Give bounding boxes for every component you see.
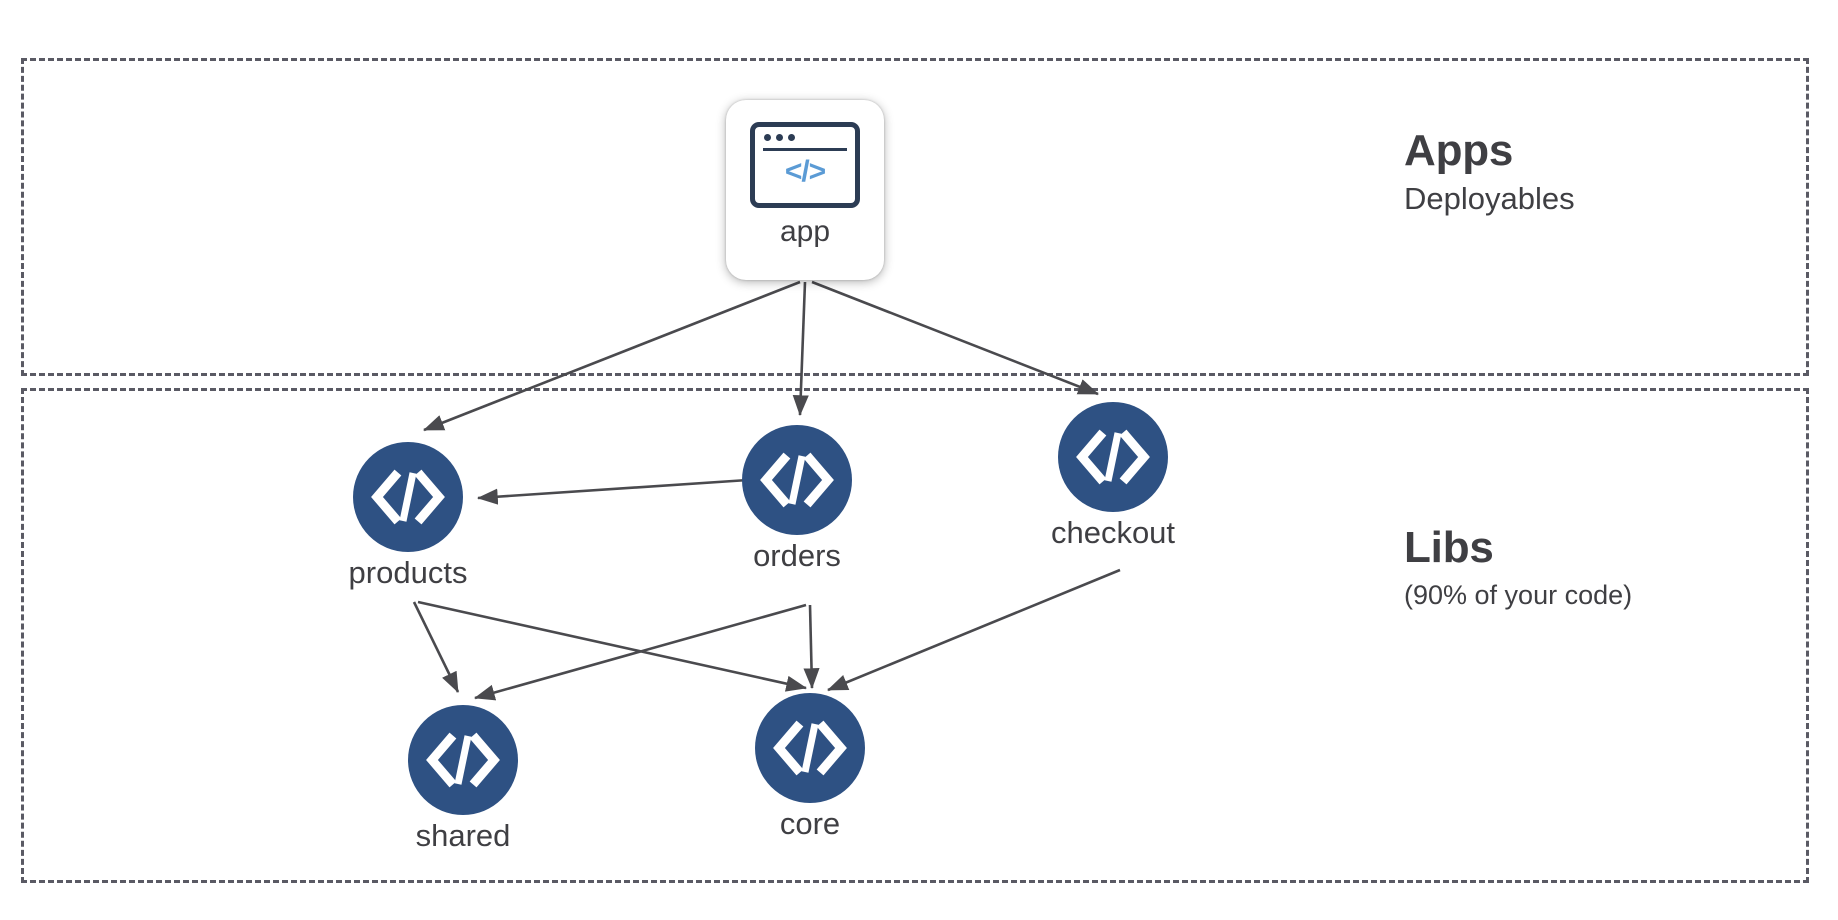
zone-libs xyxy=(21,388,1809,883)
zone-apps-title: Apps xyxy=(1404,126,1514,175)
node-checkout[interactable]: checkout xyxy=(1051,402,1175,550)
node-app[interactable]: </> app xyxy=(726,100,884,280)
node-orders[interactable]: orders xyxy=(742,425,852,573)
zone-libs-legend: Libs (90% of your code) xyxy=(1404,523,1633,613)
code-brackets-icon xyxy=(742,425,852,535)
node-app-label: app xyxy=(779,215,831,248)
browser-window-code-icon: </> xyxy=(750,122,860,208)
window-dots-icon xyxy=(764,134,795,141)
node-checkout-label: checkout xyxy=(1050,515,1176,550)
node-products-label: products xyxy=(348,555,468,590)
code-brackets-icon xyxy=(1058,402,1168,512)
code-brackets-icon xyxy=(408,705,518,815)
zone-apps-subtitle: Deployables xyxy=(1404,181,1575,217)
node-orders-label: orders xyxy=(753,538,841,573)
zone-apps-legend: Apps Deployables xyxy=(1404,126,1575,219)
node-core[interactable]: core xyxy=(755,693,865,841)
code-brackets-icon xyxy=(353,442,463,552)
node-shared-label: shared xyxy=(415,818,511,853)
node-shared[interactable]: shared xyxy=(408,705,518,853)
zone-libs-subtitle: (90% of your code) xyxy=(1404,580,1633,611)
code-brackets-glyph: </> xyxy=(784,155,826,188)
zone-libs-title: Libs xyxy=(1404,523,1494,572)
window-titlebar-divider xyxy=(763,148,847,151)
code-brackets-icon xyxy=(755,693,865,803)
node-core-label: core xyxy=(779,806,841,841)
node-products[interactable]: products xyxy=(349,442,467,590)
